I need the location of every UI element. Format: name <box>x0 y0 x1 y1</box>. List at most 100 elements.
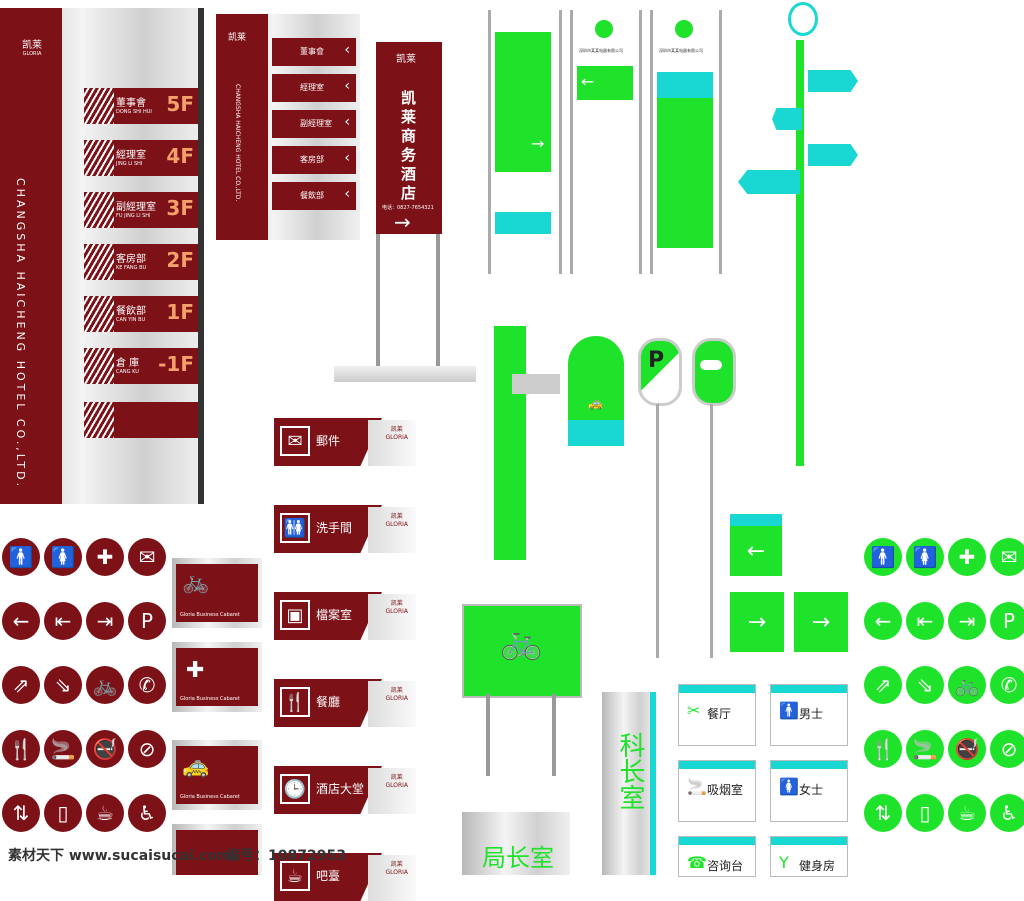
green-symbol-icon: ⇗ <box>864 666 902 704</box>
door-sign-icon: ☎ <box>687 853 707 872</box>
directory-maroon-band <box>0 8 62 504</box>
business-sign-4 <box>172 824 262 875</box>
fingerpost-pole <box>796 40 804 466</box>
bureau-chief-text: 局长室 <box>482 844 554 872</box>
door-sign-name: 吸烟室 <box>707 783 744 797</box>
totem-2-arrow-band <box>577 66 633 100</box>
plaque-icon: ☕ <box>280 861 310 891</box>
maroon-symbol-icon: ▯ <box>44 794 82 832</box>
door-sign-cyan <box>679 685 755 693</box>
green-symbol-icon: 🚺 <box>906 538 944 576</box>
small-board-row-name: 經理室 <box>300 83 324 92</box>
round-sign-1 <box>638 338 682 406</box>
chevron-left-icon: ‹ <box>344 114 350 130</box>
green-symbol-icon: ← <box>864 602 902 640</box>
standing-sign-base <box>334 366 476 382</box>
plaque-icon: ▣ <box>280 600 310 630</box>
door-sign: 🚺女士 <box>770 760 848 822</box>
small-board-logo: 凯莱 <box>228 33 247 43</box>
green-pillar <box>494 326 526 560</box>
floor-number: -1F <box>158 352 194 376</box>
green-symbol-icon: ⊘ <box>990 730 1024 768</box>
green-symbol-icon: 🚲 <box>948 666 986 704</box>
watermark-left: 素材天下 www.sucaisucai.com <box>8 848 232 864</box>
door-sign-icon: Y <box>779 853 789 872</box>
stripes <box>84 244 114 280</box>
plaque-tail <box>368 507 416 553</box>
totem-3-company: 深圳市某某电器有限公司 <box>659 48 703 53</box>
business-sign-3-face: 🚕Gloria Business Cabaret <box>176 746 258 804</box>
small-board-row: 經理室‹ <box>272 74 356 102</box>
maroon-symbol-icon: ⇘ <box>44 666 82 704</box>
fingerpost-arm-1 <box>808 70 858 92</box>
bicycle-icon: 🚲 <box>182 570 210 595</box>
stripes <box>84 140 114 176</box>
standing-sign-pole-right <box>436 234 440 368</box>
floor-number: 4F <box>166 144 194 168</box>
maroon-symbol-icon: ⇥ <box>86 602 124 640</box>
small-board-band <box>216 14 268 240</box>
section-chief-edge <box>650 692 656 875</box>
chevron-left-icon: ‹ <box>344 42 350 58</box>
door-sign-icon: 🚹 <box>779 701 799 720</box>
maroon-symbol-icon: ⇗ <box>2 666 40 704</box>
small-board-row: 客房部‹ <box>272 146 356 174</box>
maroon-symbol-icon: ⇤ <box>44 602 82 640</box>
plaque-tail <box>368 420 416 466</box>
green-symbol-icon: P <box>990 602 1024 640</box>
green-totem-1: → <box>488 10 562 274</box>
hotel-vertical-name: CHANGSHA HAICHENG HOTEL CO.,LTD. <box>14 178 27 490</box>
maroon-symbol-icon: ☕ <box>86 794 124 832</box>
plaque-name: 吧臺 <box>316 869 341 883</box>
business-sign-1-text: Gloria Business Cabaret <box>180 612 240 618</box>
hotel-logo: 凯莱 GLORIA <box>12 36 52 57</box>
taxi-icon: 🚕 <box>182 754 210 779</box>
stripes <box>84 88 114 124</box>
floor-name: 副經理室 <box>116 202 156 213</box>
plaque-name: 酒店大堂 <box>316 782 365 796</box>
floor-pinyin: JING LI SHI <box>116 161 143 167</box>
maroon-symbol-icon: 🚺 <box>44 538 82 576</box>
plaque-name: 郵件 <box>316 434 341 448</box>
round-sign-1-letter: P <box>648 348 665 373</box>
round-sign-2 <box>692 338 736 406</box>
bicycle-board-pole-r <box>552 694 556 776</box>
small-board-row: 餐飲部‹ <box>272 182 356 210</box>
totem-1-cyan-band <box>495 212 551 234</box>
maroon-symbol-icon: ✆ <box>128 666 166 704</box>
door-sign-icon: 🚺 <box>779 777 799 796</box>
bicycle-board-pole-l <box>486 694 490 776</box>
door-sign: ✂餐厅 <box>678 684 756 746</box>
company-logo-icon <box>675 20 693 38</box>
maroon-symbol-icon: 🚬 <box>44 730 82 768</box>
floor-row-blank <box>84 402 198 438</box>
arrow-tile-right-1: → <box>730 592 784 652</box>
business-sign-1-face: 🚲 Gloria Business Cabaret <box>176 564 258 622</box>
standing-sign-logo: 凯莱 <box>396 54 416 65</box>
standing-sign-pole-left <box>376 234 380 368</box>
stripes <box>84 192 114 228</box>
plaque-name: 洗手間 <box>316 521 353 535</box>
business-sign-3: 🚕Gloria Business Cabaret <box>172 740 262 810</box>
standing-sign-title: 凯莱商务酒店 <box>399 90 417 204</box>
arrow-tile-left: ← <box>730 514 782 576</box>
arrow-right-icon: → <box>531 134 545 153</box>
floor-number: 2F <box>166 248 194 272</box>
fingerpost-arm-3 <box>808 144 858 166</box>
round-sign-1-pole <box>656 404 659 658</box>
door-sign: 🚬吸烟室 <box>678 760 756 822</box>
floor-number: 5F <box>166 92 194 116</box>
maroon-symbol-icon: ← <box>2 602 40 640</box>
fingerpost-arm-4 <box>738 170 800 194</box>
green-totem-2: 深圳市某某电器有限公司 ← <box>570 10 642 274</box>
small-board-row-name: 客房部 <box>300 155 324 164</box>
plaque-tail <box>368 768 416 814</box>
